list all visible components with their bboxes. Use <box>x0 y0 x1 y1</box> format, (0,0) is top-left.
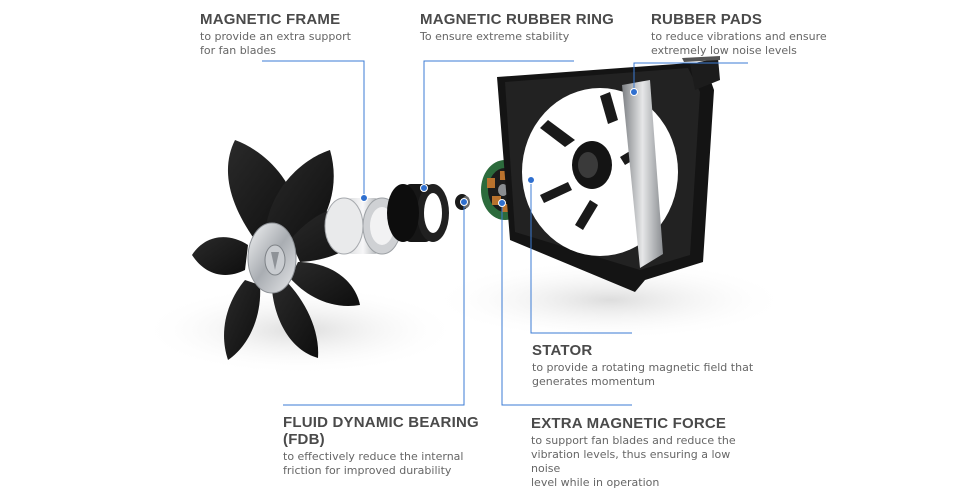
fan-impeller <box>192 140 375 360</box>
fan-blade <box>272 280 319 358</box>
fan-blade <box>192 237 248 275</box>
label-magnetic-rubber-ring: MAGNETIC RUBBER RING To ensure extreme s… <box>420 11 620 44</box>
label-desc: to support fan blades and reduce the vib… <box>531 434 761 490</box>
label-desc-line: to provide a rotating magnetic field tha… <box>532 361 754 374</box>
fan-blade <box>290 262 360 306</box>
dot-magnetic-frame <box>360 194 368 202</box>
label-title: FLUID DYNAMIC BEARING <box>283 414 479 431</box>
label-title-line-2: (FDB) <box>283 431 325 448</box>
label-desc-line: to effectively reduce the internal <box>283 450 464 463</box>
label-desc-line: friction for improved durability <box>283 464 452 477</box>
label-desc: to effectively reduce the internal frict… <box>283 450 483 478</box>
rubber-pad <box>622 80 663 268</box>
label-desc: to reduce vibrations and ensure extremel… <box>651 30 831 58</box>
fan-hub-logo <box>271 252 279 270</box>
dot-rubber-pads <box>630 88 638 96</box>
magnetic-rubber-ring-part <box>387 184 449 242</box>
label-fluid-dynamic-bearing: FLUID DYNAMIC BEARING (FDB) to effective… <box>283 414 483 478</box>
label-desc-line: to provide an extra support <box>200 30 351 43</box>
label-desc-line: to reduce vibrations and ensure <box>651 30 827 43</box>
dot-fdb <box>460 198 468 206</box>
label-desc: To ensure extreme stability <box>420 30 620 44</box>
leader-lines <box>262 60 748 406</box>
exploded-fan-diagram <box>140 56 790 406</box>
fan-blade <box>224 280 261 360</box>
leader-stator <box>530 180 632 334</box>
label-title: RUBBER PADS <box>651 11 763 28</box>
label-desc: to provide an extra support for fan blad… <box>200 30 390 58</box>
label-stator: STATOR to provide a rotating magnetic fi… <box>532 342 762 389</box>
leader-magnetic-frame <box>262 60 365 198</box>
label-magnetic-frame: MAGNETIC FRAME to provide an extra suppo… <box>200 11 390 58</box>
dot-stator <box>527 176 535 184</box>
label-desc-line: for fan blades <box>200 44 276 57</box>
label-desc-line: To ensure extreme stability <box>420 30 570 43</box>
leader-rubber-ring <box>423 60 574 188</box>
dot-rubber-ring <box>420 184 428 192</box>
label-title: MAGNETIC RUBBER RING <box>420 11 614 28</box>
label-title: EXTRA MAGNETIC FORCE <box>531 415 727 432</box>
label-desc-line: to support fan blades and reduce the <box>531 434 736 447</box>
dot-extra-magnetic <box>498 199 506 207</box>
leader-dots <box>360 88 638 207</box>
leader-extra-magnetic <box>501 203 632 406</box>
floor-shadow <box>430 260 790 340</box>
fan-frame <box>497 56 720 292</box>
label-desc-line: generates momentum <box>532 375 655 388</box>
leader-rubber-pads <box>633 62 748 92</box>
label-desc-line: level while in operation <box>531 476 660 489</box>
label-desc-line: extremely low noise levels <box>651 44 797 57</box>
label-extra-magnetic-force: EXTRA MAGNETIC FORCE to support fan blad… <box>531 415 761 490</box>
label-rubber-pads: RUBBER PADS to reduce vibrations and ens… <box>651 11 831 58</box>
label-desc: to provide a rotating magnetic field tha… <box>532 361 762 389</box>
label-desc-line: vibration levels, thus ensuring a low no… <box>531 448 731 475</box>
label-title: STATOR <box>532 342 593 359</box>
leader-fdb <box>283 202 465 406</box>
label-title: MAGNETIC FRAME <box>200 11 341 28</box>
